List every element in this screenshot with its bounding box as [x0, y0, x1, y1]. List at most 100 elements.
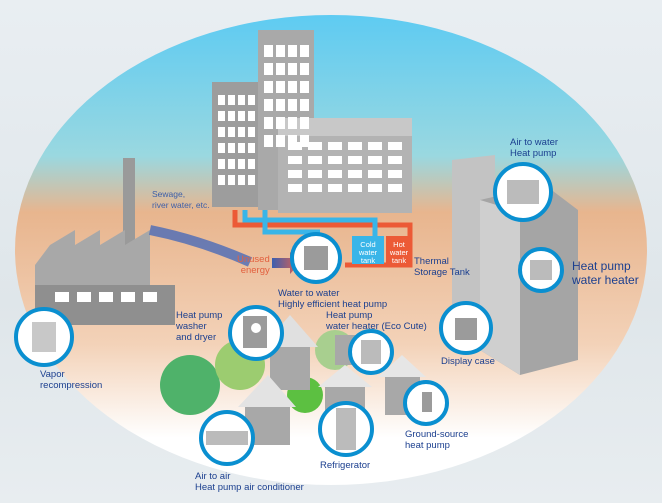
- water-heater-unit-icon: [530, 260, 552, 280]
- text: Heat pump: [572, 259, 631, 273]
- text: Highly efficient heat pump: [278, 299, 388, 310]
- display-case-icon: [455, 318, 477, 340]
- window: [238, 143, 245, 153]
- window: [300, 45, 309, 57]
- window: [218, 111, 225, 121]
- eco-cute-icon: [361, 340, 381, 364]
- window: [288, 156, 302, 164]
- text: tank: [391, 256, 407, 265]
- text: water heater: [572, 273, 639, 287]
- window: [288, 45, 297, 57]
- air-conditioner-icon: [206, 431, 248, 445]
- window: [388, 184, 402, 192]
- window: [228, 175, 235, 185]
- window: [248, 111, 255, 121]
- window: [308, 142, 322, 150]
- text: energy: [240, 265, 270, 276]
- text: washer: [176, 321, 207, 332]
- window: [228, 95, 235, 105]
- text: heat pump: [405, 440, 450, 451]
- text: Ground-source: [405, 429, 469, 440]
- text: Air to water: [510, 137, 559, 148]
- window: [238, 95, 245, 105]
- window: [300, 63, 309, 75]
- window: [288, 135, 297, 147]
- window: [238, 127, 245, 137]
- text: Hot water: [389, 240, 409, 257]
- display-case-label: Display case: [441, 356, 495, 367]
- window: [368, 184, 382, 192]
- window: [328, 142, 342, 150]
- window: [228, 111, 235, 121]
- window: [264, 135, 273, 147]
- text: Storage Tank: [414, 267, 470, 278]
- window: [218, 95, 225, 105]
- window: [238, 159, 245, 169]
- window: [308, 184, 322, 192]
- sewage-flow: [149, 225, 253, 267]
- window: [228, 159, 235, 169]
- window: [218, 143, 225, 153]
- cold-tank-box: [352, 236, 384, 264]
- window: [300, 135, 309, 147]
- window: [368, 170, 382, 178]
- window: [348, 184, 362, 192]
- window: [288, 142, 302, 150]
- text: Refrigerator: [320, 460, 371, 471]
- text: tank: [360, 256, 376, 265]
- vapor-unit-icon: [32, 322, 56, 352]
- window: [248, 127, 255, 137]
- window: [264, 81, 273, 93]
- window: [55, 292, 69, 302]
- pipes: [232, 210, 413, 268]
- window: [288, 81, 297, 93]
- window: [348, 156, 362, 164]
- window: [248, 95, 255, 105]
- window: [368, 156, 382, 164]
- window: [228, 143, 235, 153]
- window: [238, 111, 245, 121]
- window: [276, 117, 285, 129]
- window: [368, 142, 382, 150]
- text: river water, etc.: [152, 200, 210, 210]
- window: [228, 127, 235, 137]
- window: [328, 184, 342, 192]
- text: Display case: [441, 356, 495, 367]
- window: [308, 156, 322, 164]
- hot-tank-box: [386, 236, 412, 264]
- window: [348, 142, 362, 150]
- text: Water to water: [278, 288, 340, 299]
- window: [264, 63, 273, 75]
- window: [264, 117, 273, 129]
- window: [288, 63, 297, 75]
- window: [288, 184, 302, 192]
- window: [276, 45, 285, 57]
- window: [218, 175, 225, 185]
- window: [288, 170, 302, 178]
- sewage-label: Sewage,river water, etc.: [152, 189, 210, 211]
- text: Heat pump: [510, 148, 557, 159]
- window: [300, 99, 309, 111]
- window: [218, 127, 225, 137]
- text: Thermal: [414, 256, 449, 267]
- text: Sewage,: [152, 189, 186, 199]
- window: [288, 99, 297, 111]
- text: Unused: [237, 254, 270, 265]
- window: [348, 170, 362, 178]
- window: [300, 117, 309, 129]
- window: [218, 159, 225, 169]
- factory: [35, 158, 175, 325]
- window: [77, 292, 91, 302]
